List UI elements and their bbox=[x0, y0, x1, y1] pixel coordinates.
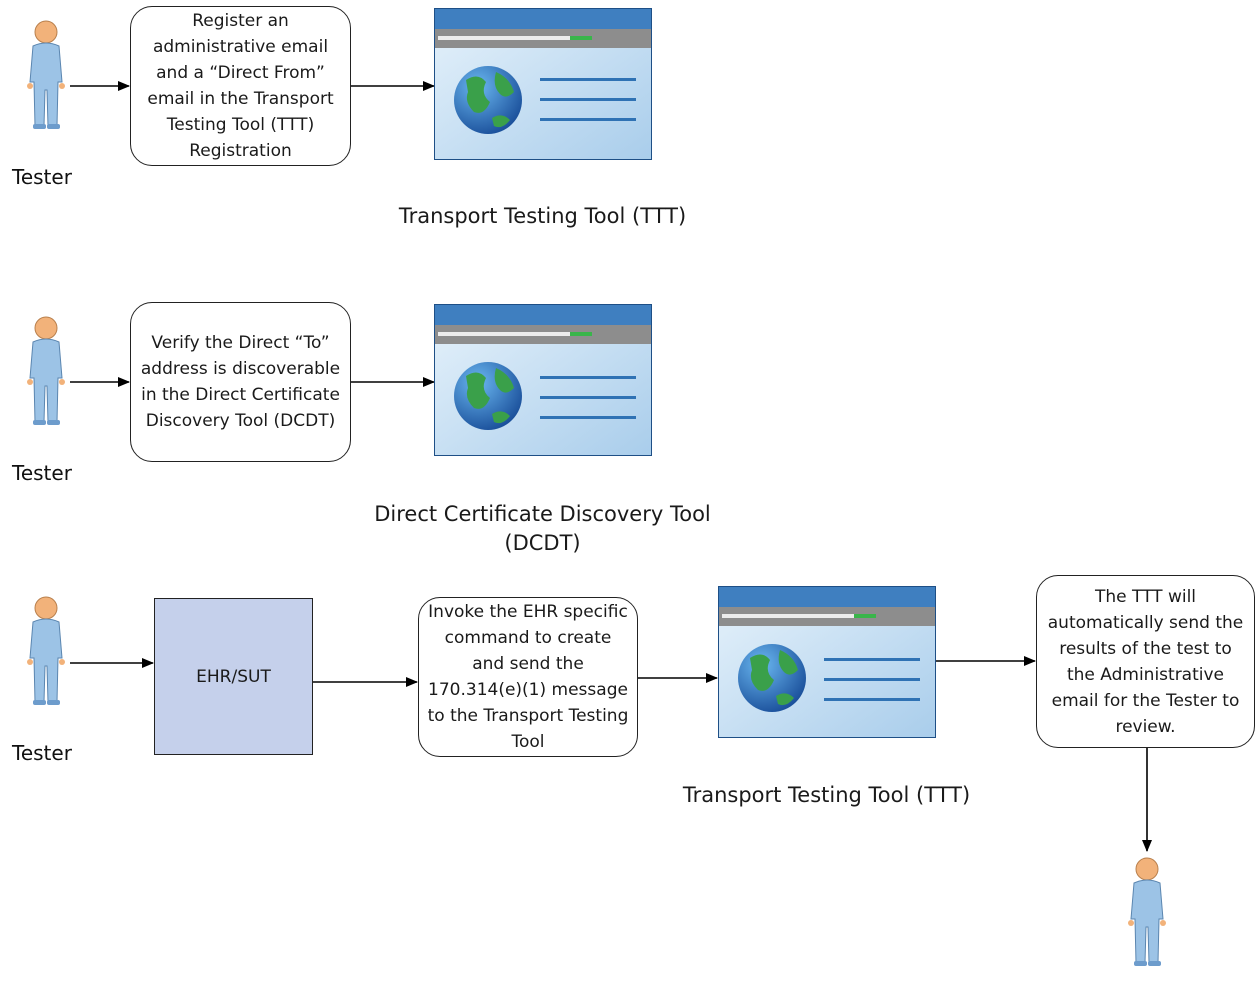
tester-label: Tester bbox=[12, 461, 72, 485]
ehr-sut-box: EHR/SUT bbox=[154, 598, 313, 755]
ttt-caption: Transport Testing Tool (TTT) bbox=[682, 783, 971, 807]
step-invoke-ehr-command: Invoke the EHR specific command to creat… bbox=[418, 597, 638, 757]
person-icon bbox=[1128, 857, 1166, 966]
ttt-window-icon bbox=[434, 8, 652, 160]
dcdt-caption: Direct Certificate Discovery Tool (DCDT) bbox=[374, 502, 711, 555]
step-verify-direct-address-text: Verify the Direct “To” address is discov… bbox=[140, 333, 341, 431]
person-icon bbox=[27, 596, 65, 705]
step-verify-direct-address: Verify the Direct “To” address is discov… bbox=[130, 302, 351, 462]
step-register-email: Register an administrative email and a “… bbox=[130, 6, 351, 166]
tester-person-icon bbox=[1119, 855, 1175, 975]
ttt-caption: Transport Testing Tool (TTT) bbox=[398, 204, 687, 228]
step-invoke-ehr-command-text: Invoke the EHR specific command to creat… bbox=[427, 602, 629, 752]
browser-window-globe-icon bbox=[434, 304, 652, 456]
ttt-window-icon bbox=[718, 586, 936, 738]
tester-label: Tester bbox=[12, 165, 72, 189]
result-notification-text: The TTT will automatically send the resu… bbox=[1047, 586, 1244, 737]
browser-window-globe-icon bbox=[718, 586, 936, 738]
browser-window-globe-icon bbox=[434, 8, 652, 160]
tester-person-icon bbox=[18, 314, 74, 434]
person-icon bbox=[27, 20, 65, 129]
result-notification-box: The TTT will automatically send the resu… bbox=[1036, 575, 1255, 748]
dcdt-window-icon bbox=[434, 304, 652, 456]
tester-person-icon bbox=[18, 18, 74, 138]
step-register-email-text: Register an administrative email and a “… bbox=[147, 11, 334, 161]
tester-label: Tester bbox=[12, 741, 72, 765]
tester-person-icon bbox=[18, 594, 74, 714]
ehr-sut-label: EHR/SUT bbox=[196, 666, 271, 687]
person-icon bbox=[27, 316, 65, 425]
